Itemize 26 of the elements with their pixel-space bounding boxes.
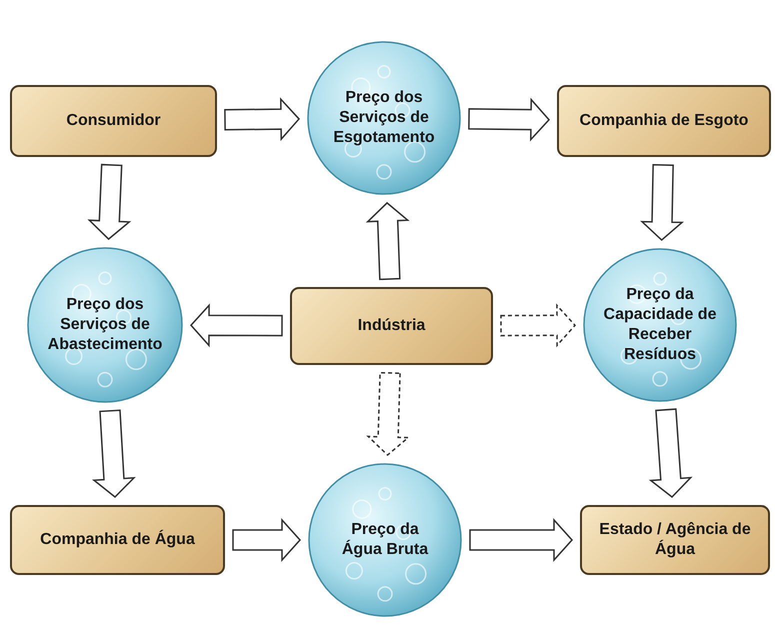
- node-label: Estado / Agência de Água: [598, 520, 752, 560]
- block-arrow: [500, 303, 576, 348]
- block-arrow: [469, 518, 573, 562]
- block-arrow: [648, 408, 693, 498]
- node-label: Companhia de Água: [40, 530, 195, 550]
- block-arrow: [232, 518, 301, 562]
- process-box: [10, 85, 217, 157]
- block-arrow: [190, 303, 283, 348]
- block-arrow: [366, 372, 410, 456]
- block-arrow: [224, 97, 300, 142]
- node-label: Preço da Capacidade de Receber Resíduos: [602, 285, 718, 365]
- node-label: Companhia de Esgoto: [580, 111, 748, 131]
- block-arrow: [92, 409, 136, 498]
- node-label: Indústria: [358, 316, 426, 336]
- process-box: [557, 85, 771, 157]
- node-label: Preço dos Serviços de Abastecimento: [46, 295, 164, 355]
- node-label: Preço da Água Bruta: [340, 520, 430, 560]
- block-arrow: [366, 202, 410, 280]
- process-box: [580, 505, 770, 575]
- process-box: [290, 287, 493, 365]
- block-arrow: [87, 164, 132, 240]
- node-label: Consumidor: [66, 111, 161, 131]
- block-arrow: [640, 164, 684, 242]
- node-label: Preço dos Serviços de Esgotamento: [333, 88, 435, 148]
- block-arrow: [468, 98, 550, 142]
- process-box: [10, 505, 225, 575]
